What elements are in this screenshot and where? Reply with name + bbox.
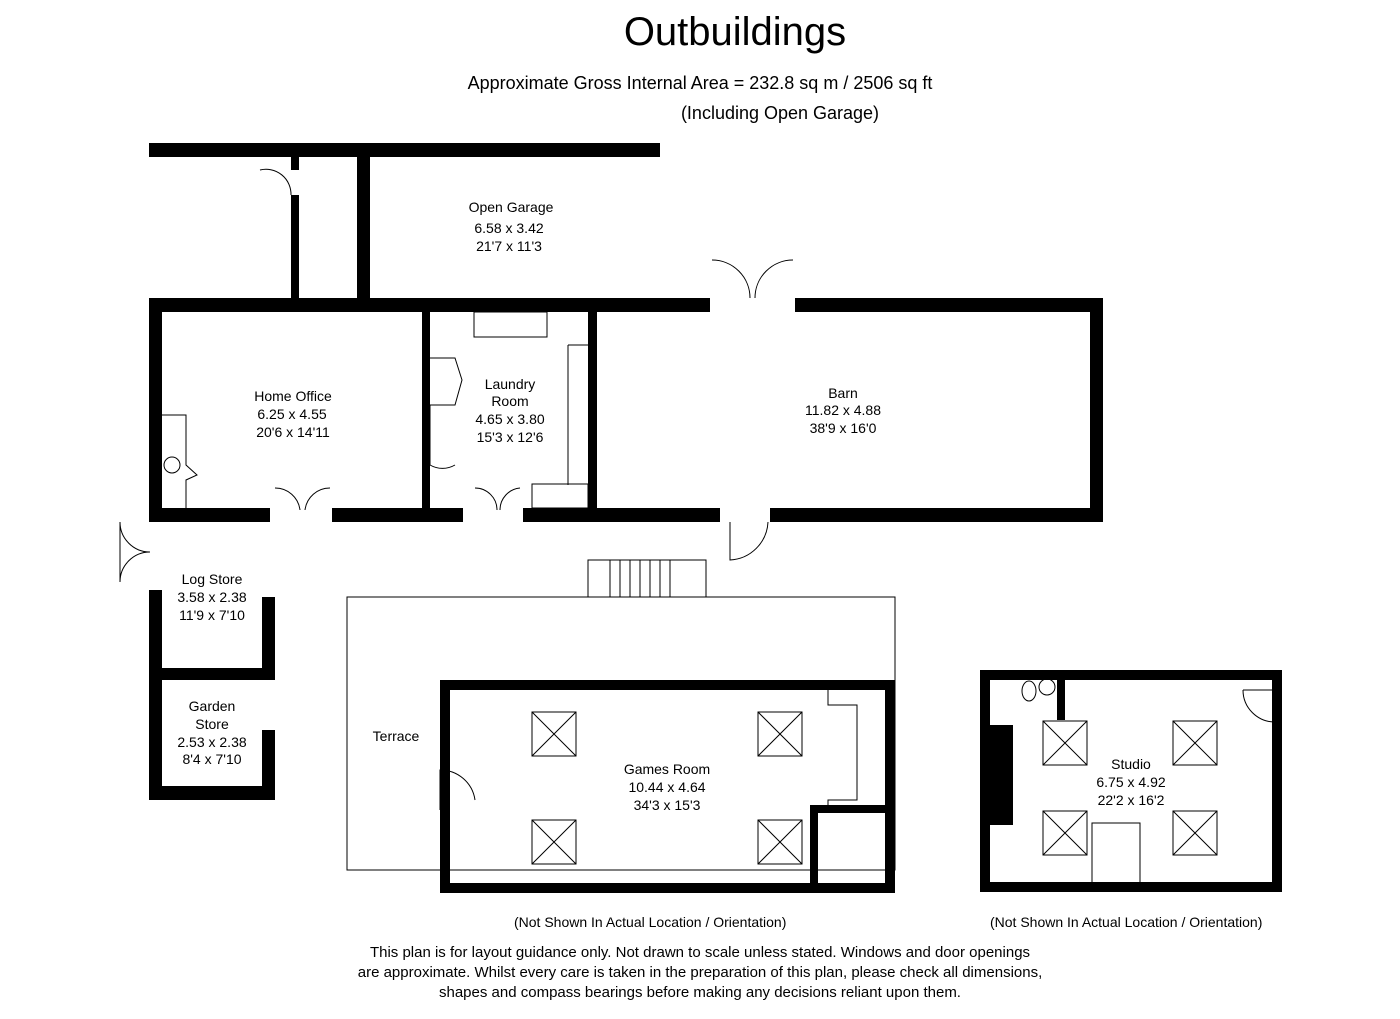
disclaimer: This plan is for layout guidance only. N… (0, 943, 1400, 1003)
studio-imperial: 22'2 x 16'2 (1098, 792, 1165, 808)
studio-location-note: (Not Shown In Actual Location / Orientat… (990, 914, 1263, 930)
area-note: (Including Open Garage) (680, 103, 880, 123)
walls (149, 143, 1282, 893)
log-store-name: Log Store (182, 571, 243, 587)
disclaimer-line: are approximate. Whilst every care is ta… (357, 964, 1043, 981)
disclaimer-line: This plan is for layout guidance only. N… (369, 944, 1031, 961)
skylight-icon (1042, 720, 1088, 766)
laundry-name-2: Room (491, 393, 528, 409)
garden-store-name-2: Store (195, 716, 229, 732)
garden-store-imperial: 8'4 x 7'10 (182, 751, 241, 767)
skylight-icon (1172, 810, 1218, 856)
open-garage-metric: 6.58 x 3.42 (474, 220, 543, 236)
skylight-icon (1042, 810, 1088, 856)
games-room-name: Games Room (624, 761, 710, 777)
fixtures (119, 168, 1276, 887)
room-labels: Open Garage 6.58 x 3.42 21'7 x 11'3 Home… (177, 199, 1165, 813)
plan-title: Outbuildings (623, 10, 847, 54)
skylights (531, 711, 1218, 865)
games-room-imperial: 34'3 x 15'3 (634, 797, 701, 813)
skylight-icon (531, 819, 577, 865)
skylight-icon (531, 711, 577, 757)
gross-area: Approximate Gross Internal Area = 232.8 … (467, 73, 933, 93)
skylight-icon (1172, 720, 1218, 766)
games-room-metric: 10.44 x 4.64 (628, 779, 705, 795)
games-room-location-note: (Not Shown In Actual Location / Orientat… (514, 914, 787, 930)
log-store-metric: 3.58 x 2.38 (177, 589, 246, 605)
log-store-imperial: 11'9 x 7'10 (179, 607, 245, 623)
open-garage-imperial: 21'7 x 11'3 (476, 238, 542, 254)
garden-store-metric: 2.53 x 2.38 (177, 734, 246, 750)
studio-name: Studio (1111, 756, 1151, 772)
barn-name: Barn (828, 385, 858, 401)
home-office-metric: 6.25 x 4.55 (257, 406, 326, 422)
home-office-imperial: 20'6 x 14'11 (256, 424, 330, 440)
skylight-icon (757, 711, 803, 757)
studio-metric: 6.75 x 4.92 (1096, 774, 1165, 790)
barn-imperial: 38'9 x 16'0 (810, 420, 877, 436)
open-garage-name: Open Garage (469, 199, 554, 215)
laundry-imperial: 15'3 x 12'6 (477, 429, 544, 445)
laundry-metric: 4.65 x 3.80 (475, 411, 544, 427)
barn-metric: 11.82 x 4.88 (805, 402, 881, 418)
garden-store-name: Garden (189, 698, 236, 714)
skylight-icon (757, 819, 803, 865)
disclaimer-line: shapes and compass bearings before makin… (439, 984, 961, 1001)
terrace-name: Terrace (373, 728, 420, 744)
home-office-name: Home Office (254, 388, 332, 404)
laundry-name: Laundry (485, 376, 536, 392)
